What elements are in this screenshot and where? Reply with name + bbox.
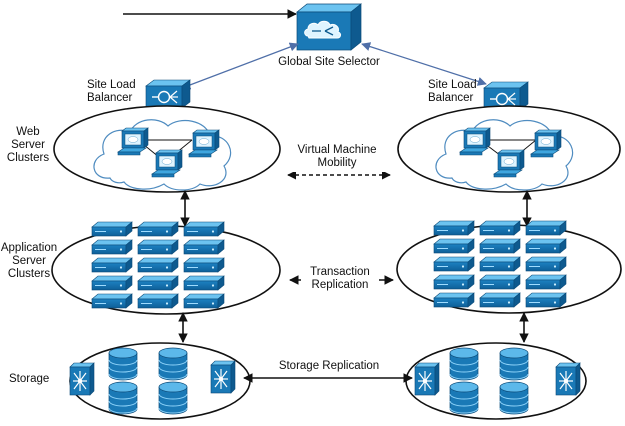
- server-icon: [137, 239, 179, 255]
- web-server-clusters-label: Web Server Clusters: [6, 126, 50, 165]
- site-lb-left-label: Site Load Balancer: [87, 79, 136, 105]
- server-icon: [433, 256, 475, 272]
- storage-switch-icon: [69, 362, 95, 396]
- server-icon: [525, 238, 567, 254]
- site-lb-left-line2: Balancer: [87, 92, 133, 104]
- storage-switch-icon: [210, 360, 236, 394]
- server-icon: [137, 275, 179, 291]
- server-icon: [433, 238, 475, 254]
- server-icon: [479, 220, 521, 236]
- storage-label: Storage: [9, 373, 50, 385]
- load-balancer-icon: [145, 79, 191, 109]
- storage-switch-icon: [555, 362, 581, 396]
- vm-label-line1: Virtual Machine: [297, 144, 377, 156]
- server-grid-right: [433, 220, 567, 308]
- server-icon: [91, 221, 133, 237]
- site-lb-left-line1: Site Load: [87, 79, 136, 91]
- server-icon: [183, 239, 225, 255]
- app-label-line1: Application: [0, 242, 58, 254]
- database-icon: [158, 347, 188, 381]
- selector-to-right-lb-arrow: [361, 42, 487, 86]
- server-icon: [137, 257, 179, 273]
- storage-replication-label: Storage Replication: [278, 360, 380, 372]
- server-icon: [183, 257, 225, 273]
- server-icon: [183, 221, 225, 237]
- server-icon: [525, 292, 567, 308]
- server-icon: [479, 238, 521, 254]
- server-grid-left: [91, 221, 225, 309]
- server-icon: [91, 293, 133, 309]
- server-icon: [137, 293, 179, 309]
- server-icon: [525, 220, 567, 236]
- app-server-clusters-label: Application Server Clusters: [0, 242, 58, 281]
- app-label-line2: Server: [12, 255, 46, 267]
- server-icon: [525, 256, 567, 272]
- site-lb-right-label: Site Load Balancer: [428, 79, 477, 105]
- vm-mobility-label: Virtual Machine Mobility: [287, 144, 387, 170]
- vm-label-line2: Mobility: [317, 157, 357, 169]
- database-icon: [108, 381, 138, 415]
- server-icon: [525, 274, 567, 290]
- site-lb-right-line2: Balancer: [428, 92, 474, 104]
- app-label-line3: Clusters: [7, 268, 51, 280]
- database-icon: [449, 347, 479, 381]
- database-icon: [158, 381, 188, 415]
- web-label-line3: Clusters: [6, 152, 50, 164]
- server-icon: [91, 275, 133, 291]
- storage-switch-icon: [414, 362, 440, 396]
- transaction-replication-label: Transaction Replication: [298, 266, 382, 292]
- server-icon: [91, 239, 133, 255]
- server-icon: [479, 256, 521, 272]
- global-site-selector-label: Global Site Selector: [278, 56, 380, 68]
- global-site-selector-icon: [296, 3, 362, 51]
- selector-to-left-lb-arrow: [181, 42, 299, 90]
- database-icon: [499, 347, 529, 381]
- server-icon: [479, 274, 521, 290]
- web-label-line1: Web: [16, 126, 40, 138]
- server-icon: [433, 274, 475, 290]
- site-lb-right-line1: Site Load: [428, 79, 477, 91]
- server-icon: [183, 275, 225, 291]
- database-icon: [449, 381, 479, 415]
- server-icon: [433, 220, 475, 236]
- tr-label-line1: Transaction: [310, 266, 370, 278]
- server-icon: [91, 257, 133, 273]
- server-icon: [183, 293, 225, 309]
- tr-label-line2: Replication: [311, 279, 369, 291]
- server-icon: [137, 221, 179, 237]
- server-icon: [433, 292, 475, 308]
- web-label-line2: Server: [11, 139, 45, 151]
- database-icon: [499, 381, 529, 415]
- database-icon: [108, 347, 138, 381]
- server-icon: [479, 292, 521, 308]
